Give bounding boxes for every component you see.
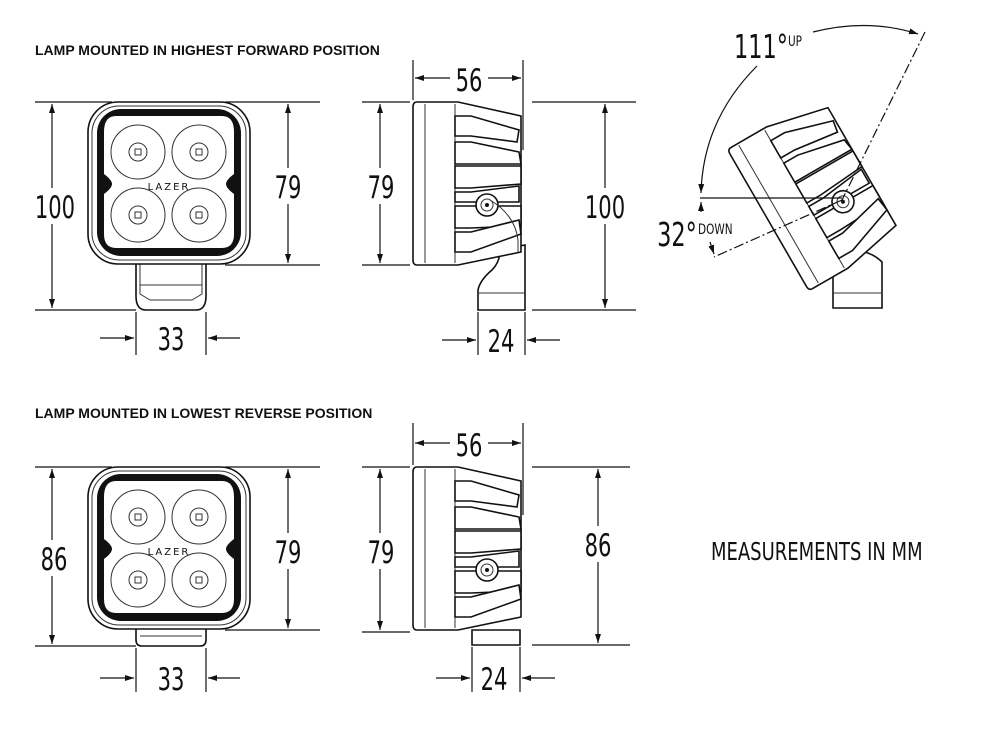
side-dimensions: 56 79 86 24 [362, 423, 630, 698]
dim-total-height: 100 [35, 190, 75, 226]
side-view-lamp [412, 101, 526, 311]
dim-depth: 56 [456, 428, 483, 464]
dim-total-height: 86 [41, 542, 68, 578]
tilt-down-label: DOWN [698, 222, 733, 238]
dim-body-height: 79 [275, 170, 302, 206]
section-lowest-reverse: LAMP MOUNTED IN LOWEST REVERSE POSITION … [34, 405, 630, 698]
section-title: LAMP MOUNTED IN LOWEST REVERSE POSITION [35, 405, 372, 421]
front-view-lamp: LAZER [87, 101, 251, 311]
side-dimensions: 56 79 100 24 [362, 60, 636, 360]
section-highest-forward: LAMP MOUNTED IN HIGHEST FORWARD POSITION… [32, 42, 636, 360]
dim-body-height: 79 [275, 535, 302, 571]
section-title: LAMP MOUNTED IN HIGHEST FORWARD POSITION [35, 42, 380, 58]
dim-mount-width: 24 [488, 324, 515, 360]
tilt-up-label: UP [788, 34, 802, 50]
dim-body-height: 79 [368, 535, 395, 571]
dim-bracket-width: 33 [158, 662, 185, 698]
tilt-down-value: 32° [657, 216, 697, 255]
dim-bracket-width: 33 [158, 322, 185, 358]
dim-total-height: 86 [585, 528, 612, 564]
front-dimensions: 86 79 33 [34, 466, 320, 698]
tilt-up-value: 111° [734, 28, 788, 67]
front-dimensions: 100 79 33 [32, 101, 320, 358]
brand-logo: LAZER [148, 547, 191, 558]
dim-depth: 56 [456, 63, 483, 99]
dim-body-height: 79 [368, 170, 395, 206]
front-view-lamp: LAZER [87, 466, 251, 647]
units-note: MEASUREMENTS IN MM [711, 538, 923, 567]
dim-total-height: 100 [585, 190, 625, 226]
side-view-lamp [412, 466, 522, 646]
brand-logo: LAZER [148, 182, 191, 193]
tilt-view: 111° UP 32° DOWN [657, 24, 926, 309]
dim-mount-width: 24 [481, 662, 508, 698]
